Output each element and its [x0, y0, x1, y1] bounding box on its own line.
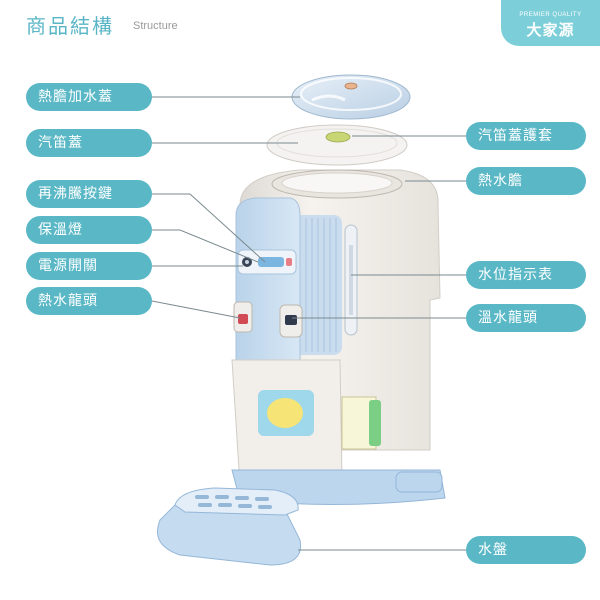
label-hot-water-tap: 熱水龍頭 [26, 287, 152, 315]
brand-name: 大家源 [526, 21, 575, 39]
label-warm-water-tap: 溫水龍頭 [466, 304, 586, 332]
drip-tray [157, 487, 302, 566]
label-warming-lamp: 保溫燈 [26, 216, 152, 244]
label-reboil-button: 再沸騰按鍵 [26, 180, 152, 208]
label-power-switch: 電源開關 [26, 252, 152, 280]
dispenser-body [231, 169, 446, 506]
page-title: 商品結構 [26, 14, 114, 38]
leader-lines [151, 96, 466, 551]
brand-logo: PREMIER QUALITY 大家源 [501, 0, 600, 46]
label-hot-water-tank: 熱水膽 [466, 167, 586, 195]
label-water-level-gauge: 水位指示表 [466, 261, 586, 289]
label-whistle-cap-cover: 汽笛蓋護套 [466, 122, 586, 150]
label-whistle-cap: 汽笛蓋 [26, 129, 152, 157]
whistle-cap [266, 124, 408, 166]
filling-lid [291, 74, 411, 120]
label-drip-tray: 水盤 [466, 536, 586, 564]
page-subtitle: Structure [133, 20, 178, 32]
label-filling-lid: 熱膽加水蓋 [26, 83, 152, 111]
brand-tagline: PREMIER QUALITY [519, 12, 582, 18]
